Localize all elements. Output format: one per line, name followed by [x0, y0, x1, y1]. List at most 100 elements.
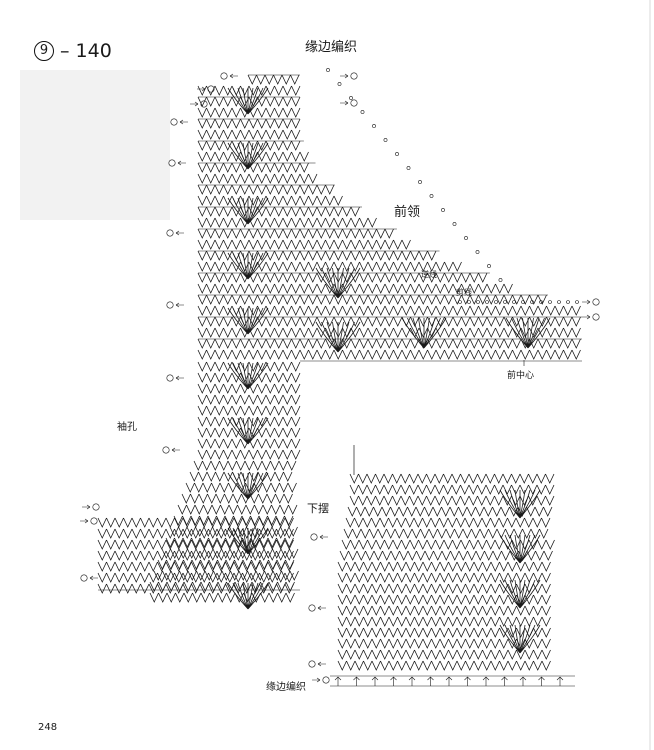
- row-direction-arrow: [175, 230, 184, 236]
- v-stitch-row: [197, 239, 411, 250]
- page-number: 248: [38, 722, 58, 733]
- row-direction-arrow: [175, 375, 184, 381]
- neck-edging-picot: [539, 300, 543, 304]
- neck-edging-picot: [498, 278, 503, 282]
- shell-motif: [499, 534, 541, 564]
- row-number-marker: [310, 533, 318, 541]
- neck-edging-picot: [557, 300, 561, 304]
- edging-stitch: [501, 676, 508, 686]
- neck-edging-picot: [429, 194, 434, 198]
- v-stitch-row: [337, 616, 551, 627]
- v-stitch-row: [197, 416, 301, 427]
- v-stitch-row: [197, 217, 377, 228]
- v-stitch-row: [153, 570, 299, 581]
- v-stitch-row: [197, 361, 301, 372]
- neck-edging-picot: [441, 208, 445, 212]
- hem-chart: [330, 445, 575, 687]
- row-number-marker: [166, 301, 174, 309]
- neck-edging-picot: [464, 236, 468, 240]
- v-stitch-row: [349, 495, 555, 506]
- v-stitch-row: [337, 638, 551, 649]
- v-stitch-row: [149, 592, 295, 603]
- row-direction-arrow: [175, 302, 184, 308]
- v-stitch-row: [337, 605, 551, 616]
- v-stitch-row: [247, 74, 300, 85]
- row-direction-arrow: [80, 518, 89, 524]
- shell-motif: [499, 579, 541, 609]
- shell-motif: [227, 582, 269, 610]
- v-stitch-row: [97, 517, 294, 528]
- row-direction-arrow: [319, 534, 328, 540]
- v-stitch-row: [177, 504, 298, 515]
- row-direction-arrow: [177, 160, 186, 166]
- neck-edging-picot: [337, 82, 342, 86]
- row-markers: [80, 0, 651, 750]
- v-stitch-row: [97, 528, 294, 539]
- shell-motif: [401, 317, 447, 349]
- neck-edging-picot: [349, 96, 353, 100]
- v-stitch-row: [197, 250, 437, 261]
- neck-edging-picot: [360, 110, 365, 114]
- front-body-chart: [97, 68, 582, 610]
- v-stitch-row: [197, 394, 301, 405]
- shell-motif: [227, 307, 269, 335]
- edging-stitch: [334, 676, 342, 686]
- v-stitch-row: [197, 85, 301, 96]
- edging-stitch: [408, 676, 416, 686]
- neck-edging-picot: [326, 68, 330, 72]
- v-stitch-row: [337, 583, 551, 594]
- v-stitch-row: [173, 515, 294, 526]
- label-front-neck: 前领: [394, 205, 421, 220]
- v-stitch-row: [197, 129, 301, 140]
- row-number-marker: [322, 676, 330, 684]
- neck-edging-picot: [467, 300, 471, 304]
- v-stitch-row: [337, 649, 551, 660]
- v-stitch-row: [339, 550, 553, 561]
- v-stitch-row: [161, 548, 299, 559]
- shell-motif: [499, 624, 541, 654]
- neck-edging-picot: [406, 166, 411, 170]
- row-number-marker: [200, 100, 208, 108]
- neck-edging-picot: [503, 300, 507, 304]
- row-number-marker: [168, 159, 176, 167]
- row-number-marker: [166, 374, 174, 382]
- neck-edging-picot: [512, 300, 516, 304]
- row-direction-arrow: [317, 605, 326, 611]
- v-stitch-row: [97, 572, 294, 583]
- v-stitch-row: [193, 460, 297, 471]
- row-direction-arrow: [190, 101, 199, 107]
- v-stitch-row: [197, 372, 301, 383]
- row-direction-arrow: [340, 73, 349, 79]
- v-stitch-row: [197, 206, 360, 217]
- neck-edging-picot: [575, 300, 579, 304]
- edging-stitch: [427, 676, 434, 686]
- neck-edging-picot: [395, 152, 399, 156]
- v-stitch-row: [197, 405, 301, 416]
- neck-edging-picot: [452, 222, 457, 226]
- v-stitch-row: [197, 449, 301, 460]
- row-direction-arrow: [317, 661, 326, 667]
- v-stitch-row: [197, 349, 581, 360]
- v-stitch-row: [341, 539, 555, 550]
- row-direction-arrow: [582, 314, 591, 320]
- row-number-marker: [220, 72, 228, 80]
- row-direction-arrow: [340, 100, 349, 106]
- v-stitch-row: [343, 528, 549, 539]
- row-number-marker: [207, 85, 215, 93]
- pattern-number-text: – 140: [60, 40, 112, 62]
- label-front-center: 前中心: [507, 371, 535, 381]
- v-stitch-row: [97, 561, 294, 572]
- shell-motif: [227, 362, 269, 390]
- edging-stitch: [556, 676, 564, 686]
- row-direction-arrow: [197, 86, 206, 92]
- neck-edging-picot: [548, 300, 552, 304]
- pattern-circle-number: 9: [34, 41, 54, 61]
- v-stitch-row: [197, 305, 581, 316]
- v-stitch-row: [165, 537, 294, 548]
- shell-motif: [315, 321, 361, 353]
- row-number-marker: [170, 118, 178, 126]
- label-neck-line-b: 剪线: [456, 288, 472, 297]
- row-number-marker: [308, 604, 316, 612]
- v-stitch-row: [197, 427, 301, 438]
